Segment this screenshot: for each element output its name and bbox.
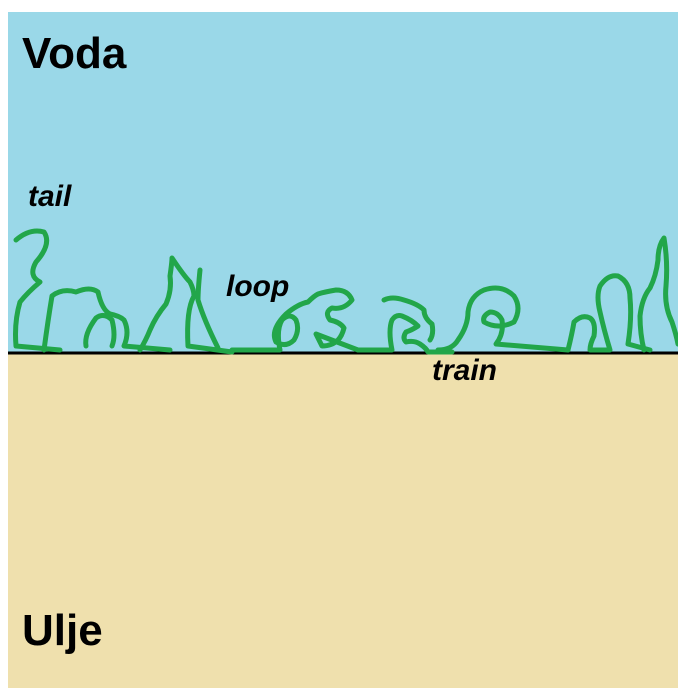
polymer-loop-7	[381, 295, 436, 343]
water-label: Voda	[22, 29, 127, 78]
water-phase	[8, 12, 678, 354]
oil-phase	[8, 354, 678, 688]
oil-label: Ulje	[22, 606, 103, 655]
polymer-loop-9	[565, 273, 653, 353]
polymer-loop-6	[355, 313, 455, 355]
train-label: train	[432, 354, 497, 387]
loop-label: loop	[226, 270, 289, 303]
polymer-loop-2	[83, 312, 117, 349]
tail-label: tail	[28, 180, 72, 213]
polymer-loop-3	[137, 255, 235, 355]
polymer-tail-left	[13, 228, 63, 353]
polymer-loop-1	[41, 286, 173, 353]
polymer-loop-8	[435, 285, 571, 353]
polymer-tail-right	[637, 235, 678, 353]
polymer-loop-4	[195, 267, 221, 351]
polymer-chain	[13, 228, 678, 355]
polymer-loop-5	[229, 287, 361, 353]
